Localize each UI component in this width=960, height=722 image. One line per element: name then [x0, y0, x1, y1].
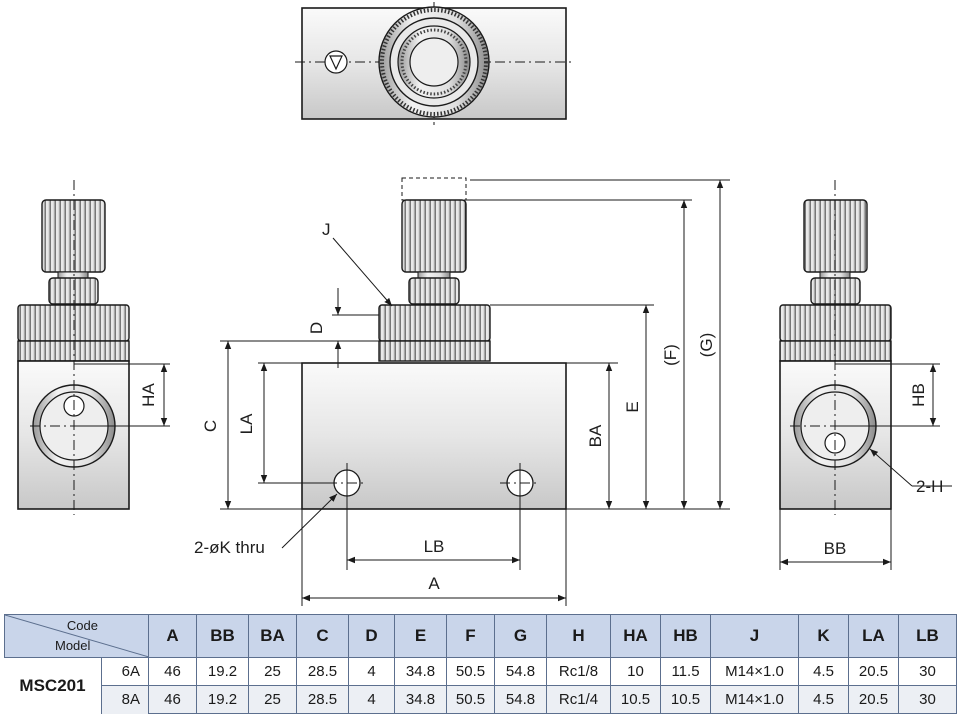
label-bb: BB — [824, 539, 847, 558]
table-row: 46 19.2 25 28.5 4 34.8 50.5 54.8 Rc1/4 1… — [5, 685, 957, 714]
front-view — [301, 177, 567, 570]
cell-6a-hb: 11.5 — [660, 657, 711, 686]
label-ba: BA — [586, 424, 605, 447]
cell-6a-g: 54.8 — [494, 657, 547, 686]
header-a: A — [148, 614, 197, 658]
cell-8a-la: 20.5 — [848, 685, 899, 714]
header-c: C — [296, 614, 349, 658]
label-a: A — [428, 574, 440, 593]
cell-8a-c: 28.5 — [296, 685, 349, 714]
header-ha: HA — [610, 614, 661, 658]
label-f: (F) — [661, 344, 680, 366]
header-j: J — [710, 614, 799, 658]
header-bb: BB — [196, 614, 249, 658]
size-6a: 6A — [100, 658, 148, 686]
model-name: MSC201 — [4, 658, 101, 714]
cell-6a-bb: 19.2 — [196, 657, 249, 686]
technical-drawing: J D C LA BA E (F) (G) HA HB 2-H 2-øK thr… — [17, 2, 952, 606]
cell-8a-ba: 25 — [248, 685, 297, 714]
table-row: MSC201 6A 8A 46 19.2 25 28.5 4 34.8 50.5… — [4, 657, 957, 714]
header-d: D — [348, 614, 395, 658]
cell-6a-c: 28.5 — [296, 657, 349, 686]
cell-6a-ba: 25 — [248, 657, 297, 686]
cell-8a-a: 46 — [148, 685, 197, 714]
label-lb: LB — [424, 537, 445, 556]
dimension-lines — [74, 179, 952, 606]
model-label: Model — [55, 638, 91, 653]
cell-8a-bb: 19.2 — [196, 685, 249, 714]
label-d: D — [307, 322, 326, 334]
label-j: J — [322, 220, 331, 239]
label-2h: 2-H — [916, 477, 943, 496]
model-cell-wrap: MSC201 6A 8A — [4, 657, 149, 714]
header-e: E — [394, 614, 447, 658]
header-hb: HB — [660, 614, 711, 658]
cell-6a-d: 4 — [348, 657, 395, 686]
label-ha: HA — [139, 383, 158, 407]
header-la: LA — [848, 614, 899, 658]
dimension-table: Code Model A BB BA C D E F G H HA HB J K… — [4, 614, 957, 714]
cell-6a-h: Rc1/8 — [546, 657, 611, 686]
cell-6a-e: 34.8 — [394, 657, 447, 686]
table-header-row: Code Model A BB BA C D E F G H HA HB J K… — [4, 614, 957, 658]
header-k: K — [798, 614, 849, 658]
header-h: H — [546, 614, 611, 658]
label-g: (G) — [697, 333, 716, 358]
flow-direction-icon — [324, 50, 348, 74]
cell-8a-d: 4 — [348, 685, 395, 714]
cell-8a-h: Rc1/4 — [546, 685, 611, 714]
header-g: G — [494, 614, 547, 658]
label-c: C — [201, 420, 220, 432]
cell-8a-hb: 10.5 — [660, 685, 711, 714]
cell-8a-g: 54.8 — [494, 685, 547, 714]
label-e: E — [623, 401, 642, 412]
cell-8a-j: M14×1.0 — [710, 685, 799, 714]
cell-8a-ha: 10.5 — [610, 685, 661, 714]
cell-6a-la: 20.5 — [848, 657, 899, 686]
label-la: LA — [237, 413, 256, 434]
header-lb: LB — [898, 614, 957, 658]
size-8a: 8A — [100, 685, 148, 714]
cell-6a-k: 4.5 — [798, 657, 849, 686]
cell-8a-e: 34.8 — [394, 685, 447, 714]
right-side-view — [779, 180, 892, 515]
top-view — [295, 2, 573, 125]
left-side-view — [17, 180, 130, 515]
cell-8a-k: 4.5 — [798, 685, 849, 714]
label-hb: HB — [909, 383, 928, 407]
cell-6a-a: 46 — [148, 657, 197, 686]
code-label: Code — [66, 618, 98, 633]
cell-8a-f: 50.5 — [446, 685, 495, 714]
label-2k-thru: 2-øK thru — [194, 538, 265, 557]
header-f: F — [446, 614, 495, 658]
header-ba: BA — [248, 614, 297, 658]
cell-6a-lb: 30 — [898, 657, 957, 686]
code-model-header: Code Model — [4, 614, 149, 658]
cell-6a-f: 50.5 — [446, 657, 495, 686]
cell-6a-ha: 10 — [610, 657, 661, 686]
cell-8a-lb: 30 — [898, 685, 957, 714]
cell-6a-j: M14×1.0 — [710, 657, 799, 686]
